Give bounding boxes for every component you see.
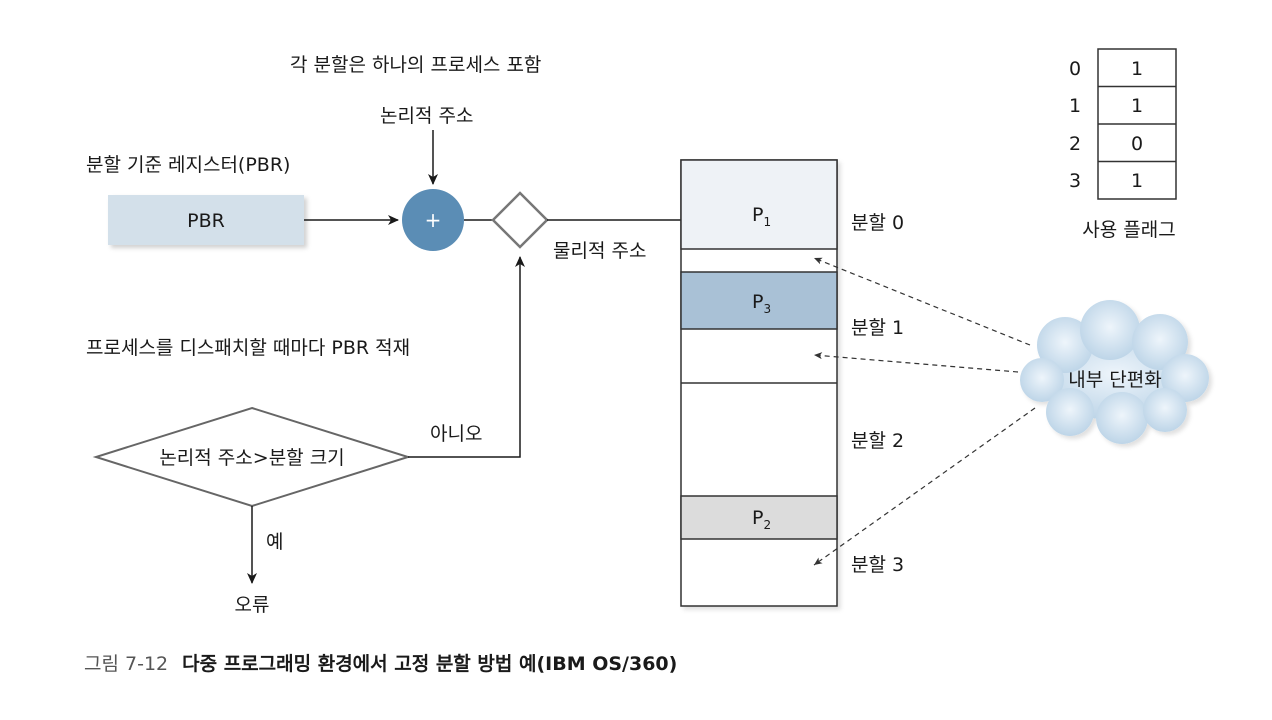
- memory-block-p1: [680, 159, 838, 250]
- flag-value-2: 0: [1131, 133, 1143, 155]
- partition-label-3: 분할 3: [851, 554, 904, 576]
- p2-label: P2: [752, 507, 771, 532]
- pbr-caption: 분할 기준 레지스터(PBR): [86, 154, 290, 176]
- physical-address-label: 물리적 주소: [553, 240, 646, 262]
- pbr-register-box: [108, 195, 304, 245]
- no-label: 아니오: [430, 423, 482, 445]
- error-label: 오류: [235, 594, 270, 616]
- fragmentation-label: 내부 단편화: [1068, 369, 1161, 391]
- fragmentation-cloud: [1020, 300, 1209, 444]
- gate-diamond: [491, 191, 549, 249]
- flag-index-1: 1: [1069, 95, 1081, 117]
- fragment-arrow-partition-0: [813, 257, 1031, 346]
- figure-title: 다중 프로그래밍 환경에서 고정 분할 방법 예(IBM OS/360): [182, 652, 677, 675]
- figure-number: 그림 7-12: [84, 653, 168, 675]
- partition-label-2: 분할 2: [851, 430, 904, 452]
- dispatch-caption: 프로세스를 디스패치할 때마다 PBR 적재: [86, 337, 410, 359]
- adder-circle: [402, 189, 464, 251]
- flag-value-3: 1: [1131, 170, 1143, 192]
- partition-label-1: 분할 1: [851, 317, 904, 339]
- figure-caption: 그림 7-12 다중 프로그래밍 환경에서 고정 분할 방법 예(IBM OS/3…: [84, 652, 677, 675]
- fragment-arrow-partition-1: [813, 352, 1019, 373]
- usage-flag-caption: 사용 플래그: [1082, 219, 1175, 241]
- logical-address-label: 논리적 주소: [380, 105, 473, 127]
- adder-plus-icon: +: [425, 208, 442, 232]
- partition-label-0: 분할 0: [851, 212, 904, 234]
- flag-value-1: 1: [1131, 95, 1143, 117]
- usage-flag-table: [1097, 48, 1177, 200]
- memory-block-p2: [680, 495, 838, 540]
- pbr-box-label: PBR: [187, 210, 225, 232]
- fragment-arrow-partition-3: [813, 407, 1036, 566]
- flag-index-2: 2: [1069, 133, 1081, 155]
- flag-index-3: 3: [1069, 170, 1081, 192]
- no-path-arrow: [408, 256, 525, 458]
- flag-value-0: 1: [1131, 58, 1143, 80]
- p3-label: P3: [752, 291, 771, 316]
- top-caption: 각 분할은 하나의 프로세스 포함: [290, 54, 541, 76]
- flag-index-0: 0: [1069, 58, 1081, 80]
- p1-label: P1: [752, 204, 771, 229]
- memory-block-p3: [680, 271, 838, 330]
- yes-label: 예: [266, 531, 283, 553]
- decision-label: 논리적 주소>분할 크기: [159, 447, 344, 469]
